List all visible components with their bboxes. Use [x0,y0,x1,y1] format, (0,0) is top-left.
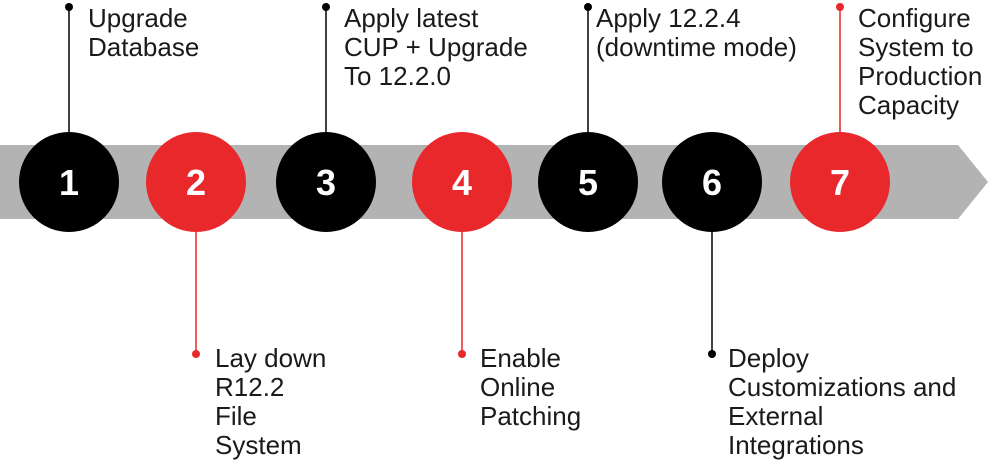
step-1-label-line: Upgrade [88,3,188,33]
step-6-dot [708,350,716,358]
step-7-dot [836,3,844,11]
step-1-dot [65,3,73,11]
step-1-label-line: Database [88,32,199,62]
step-7-label-line: Capacity [858,90,959,120]
step-3-dot [322,3,330,11]
step-4-circle [412,132,512,232]
step-7-circle [790,132,890,232]
step-3-label-line: To 12.2.0 [344,61,451,91]
step-2-label-line: Lay down [215,343,326,373]
step-5-dot [584,3,592,11]
step-6-label-line: Integrations [728,430,864,460]
step-6-circle [662,132,762,232]
step-7-label-line: System to [858,32,974,62]
step-2-label-line: System [215,430,302,460]
step-7-label-line: Configure [858,3,971,33]
step-4-label-line: Online [480,372,555,402]
step-4-number: 4 [452,162,472,203]
step-5-label-line: (downtime mode) [596,32,797,62]
step-4-label-line: Patching [480,401,581,431]
step-1-number: 1 [59,162,79,203]
step-5-circle [538,132,638,232]
step-6-label-line: External [728,401,823,431]
step-7-number: 7 [830,162,850,203]
step-7-label-line: Production [858,61,982,91]
step-5: 5 Apply 12.2.4(downtime mode) [538,3,797,232]
step-5-number: 5 [578,162,598,203]
step-3-number: 3 [316,162,336,203]
step-2-circle [146,132,246,232]
step-5-label-line: Apply 12.2.4 [596,3,741,33]
step-6-label-line: Deploy [728,343,809,373]
step-2-dot [192,350,200,358]
step-4-label-line: Enable [480,343,561,373]
step-6-label-line: Customizations and [728,372,956,402]
step-1-circle [19,132,119,232]
step-2-label-line: File [215,401,257,431]
step-2-label-line: R12.2 [215,372,284,402]
step-6-number: 6 [702,162,722,203]
step-2-number: 2 [186,162,206,203]
step-3-label-line: Apply latest [344,3,479,33]
step-3-label-line: CUP + Upgrade [344,32,528,62]
step-5-label: Apply 12.2.4(downtime mode) [596,3,797,62]
step-4-dot [458,350,466,358]
step-3-circle [276,132,376,232]
